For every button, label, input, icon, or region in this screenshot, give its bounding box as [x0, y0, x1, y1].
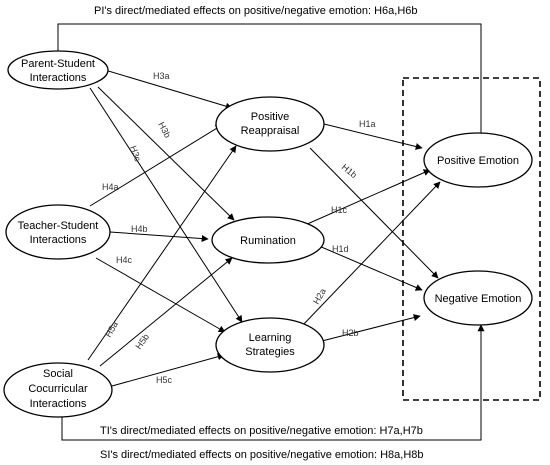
node-rumination: Rumination — [211, 216, 325, 264]
node-label-line: Social — [43, 368, 73, 380]
node-label-line: Interactions — [30, 398, 87, 410]
node-ellipse — [215, 96, 325, 152]
label-h5b: H5b — [133, 332, 151, 351]
edge-h4c — [95, 257, 226, 333]
edge-h1d — [311, 242, 423, 291]
label-h4a: H4a — [102, 182, 119, 192]
node-positive-emotion: Positive Emotion — [423, 132, 533, 188]
label-h1d: H1d — [332, 244, 349, 254]
edge-si-total-effect — [61, 324, 485, 441]
label-h2b: H2b — [342, 328, 359, 338]
edge-h1b — [309, 147, 439, 279]
node-label-line: Parent-Student — [21, 58, 95, 70]
label-h3b: H3b — [156, 120, 173, 139]
node-label-line: Interactions — [30, 72, 87, 84]
label-h5c: H5c — [156, 375, 173, 385]
node-ellipse — [215, 317, 325, 373]
node-label-line: Reappraisal — [241, 125, 300, 137]
edge-h4b — [109, 231, 209, 243]
node-learning-strategies: Learning Strategies — [215, 317, 325, 373]
label-h5a: H5a — [103, 320, 120, 339]
node-label-line: Negative Emotion — [435, 293, 522, 305]
edge-h3b — [97, 86, 235, 221]
label-h1b: H1b — [340, 162, 359, 180]
edge-h5a — [87, 145, 237, 361]
hypothesis-labels: H3a H3b H3c H4a H4b H4c H5a H5b H5c H1a … — [102, 71, 376, 385]
node-label-line: Learning — [249, 332, 292, 344]
node-label-line: Strategies — [245, 346, 295, 358]
node-label-line: Rumination — [240, 235, 296, 247]
node-label-line: Teacher-Student — [18, 220, 99, 232]
node-ellipse — [423, 270, 533, 326]
edge-h2b — [317, 314, 421, 343]
node-label-line: Positive — [251, 111, 290, 123]
label-h1a: H1a — [359, 119, 376, 129]
label-h4c: H4c — [116, 255, 133, 265]
outcome-frame — [402, 77, 541, 401]
edge-group — [87, 69, 441, 387]
node-label-line: Positive Emotion — [437, 155, 519, 167]
node-ellipse — [211, 216, 325, 264]
edge-h3c — [89, 87, 243, 323]
edge-h2a — [301, 181, 441, 327]
edge-h1a — [323, 123, 423, 150]
note-ti-effects: TI's direct/mediated effects on positive… — [100, 425, 423, 437]
node-ellipse — [5, 204, 111, 260]
node-social-cocurricular: Social Cocurricular Interactions — [3, 362, 113, 418]
node-label-line: Cocurricular — [28, 383, 88, 395]
node-ellipse — [423, 132, 533, 188]
edge-h5b — [99, 257, 233, 367]
label-h3a: H3a — [153, 71, 170, 81]
label-h2a: H2a — [311, 287, 328, 306]
label-h1c: H1c — [331, 205, 348, 215]
edge-h5c — [111, 353, 225, 387]
node-parent-student: Parent-Student Interactions — [7, 50, 109, 90]
note-pi-effects: PI's direct/mediated effects on positive… — [94, 5, 418, 17]
node-negative-emotion: Negative Emotion — [423, 270, 533, 326]
label-h4b: H4b — [131, 224, 148, 234]
edge-h4a — [89, 124, 223, 207]
edge-h1c — [304, 169, 431, 226]
node-teacher-student: Teacher-Student Interactions — [5, 204, 111, 260]
edge-h3a — [104, 69, 233, 110]
node-ellipse — [3, 362, 113, 418]
node-ellipse — [7, 50, 109, 90]
edge-pi-total-effect — [57, 23, 485, 141]
node-positive-reappraisal: Positive Reappraisal — [215, 96, 325, 152]
node-label-line: Interactions — [30, 234, 87, 246]
label-h3c: H3c — [128, 144, 143, 163]
note-si-effects: SI's direct/mediated effects on positive… — [100, 449, 424, 461]
